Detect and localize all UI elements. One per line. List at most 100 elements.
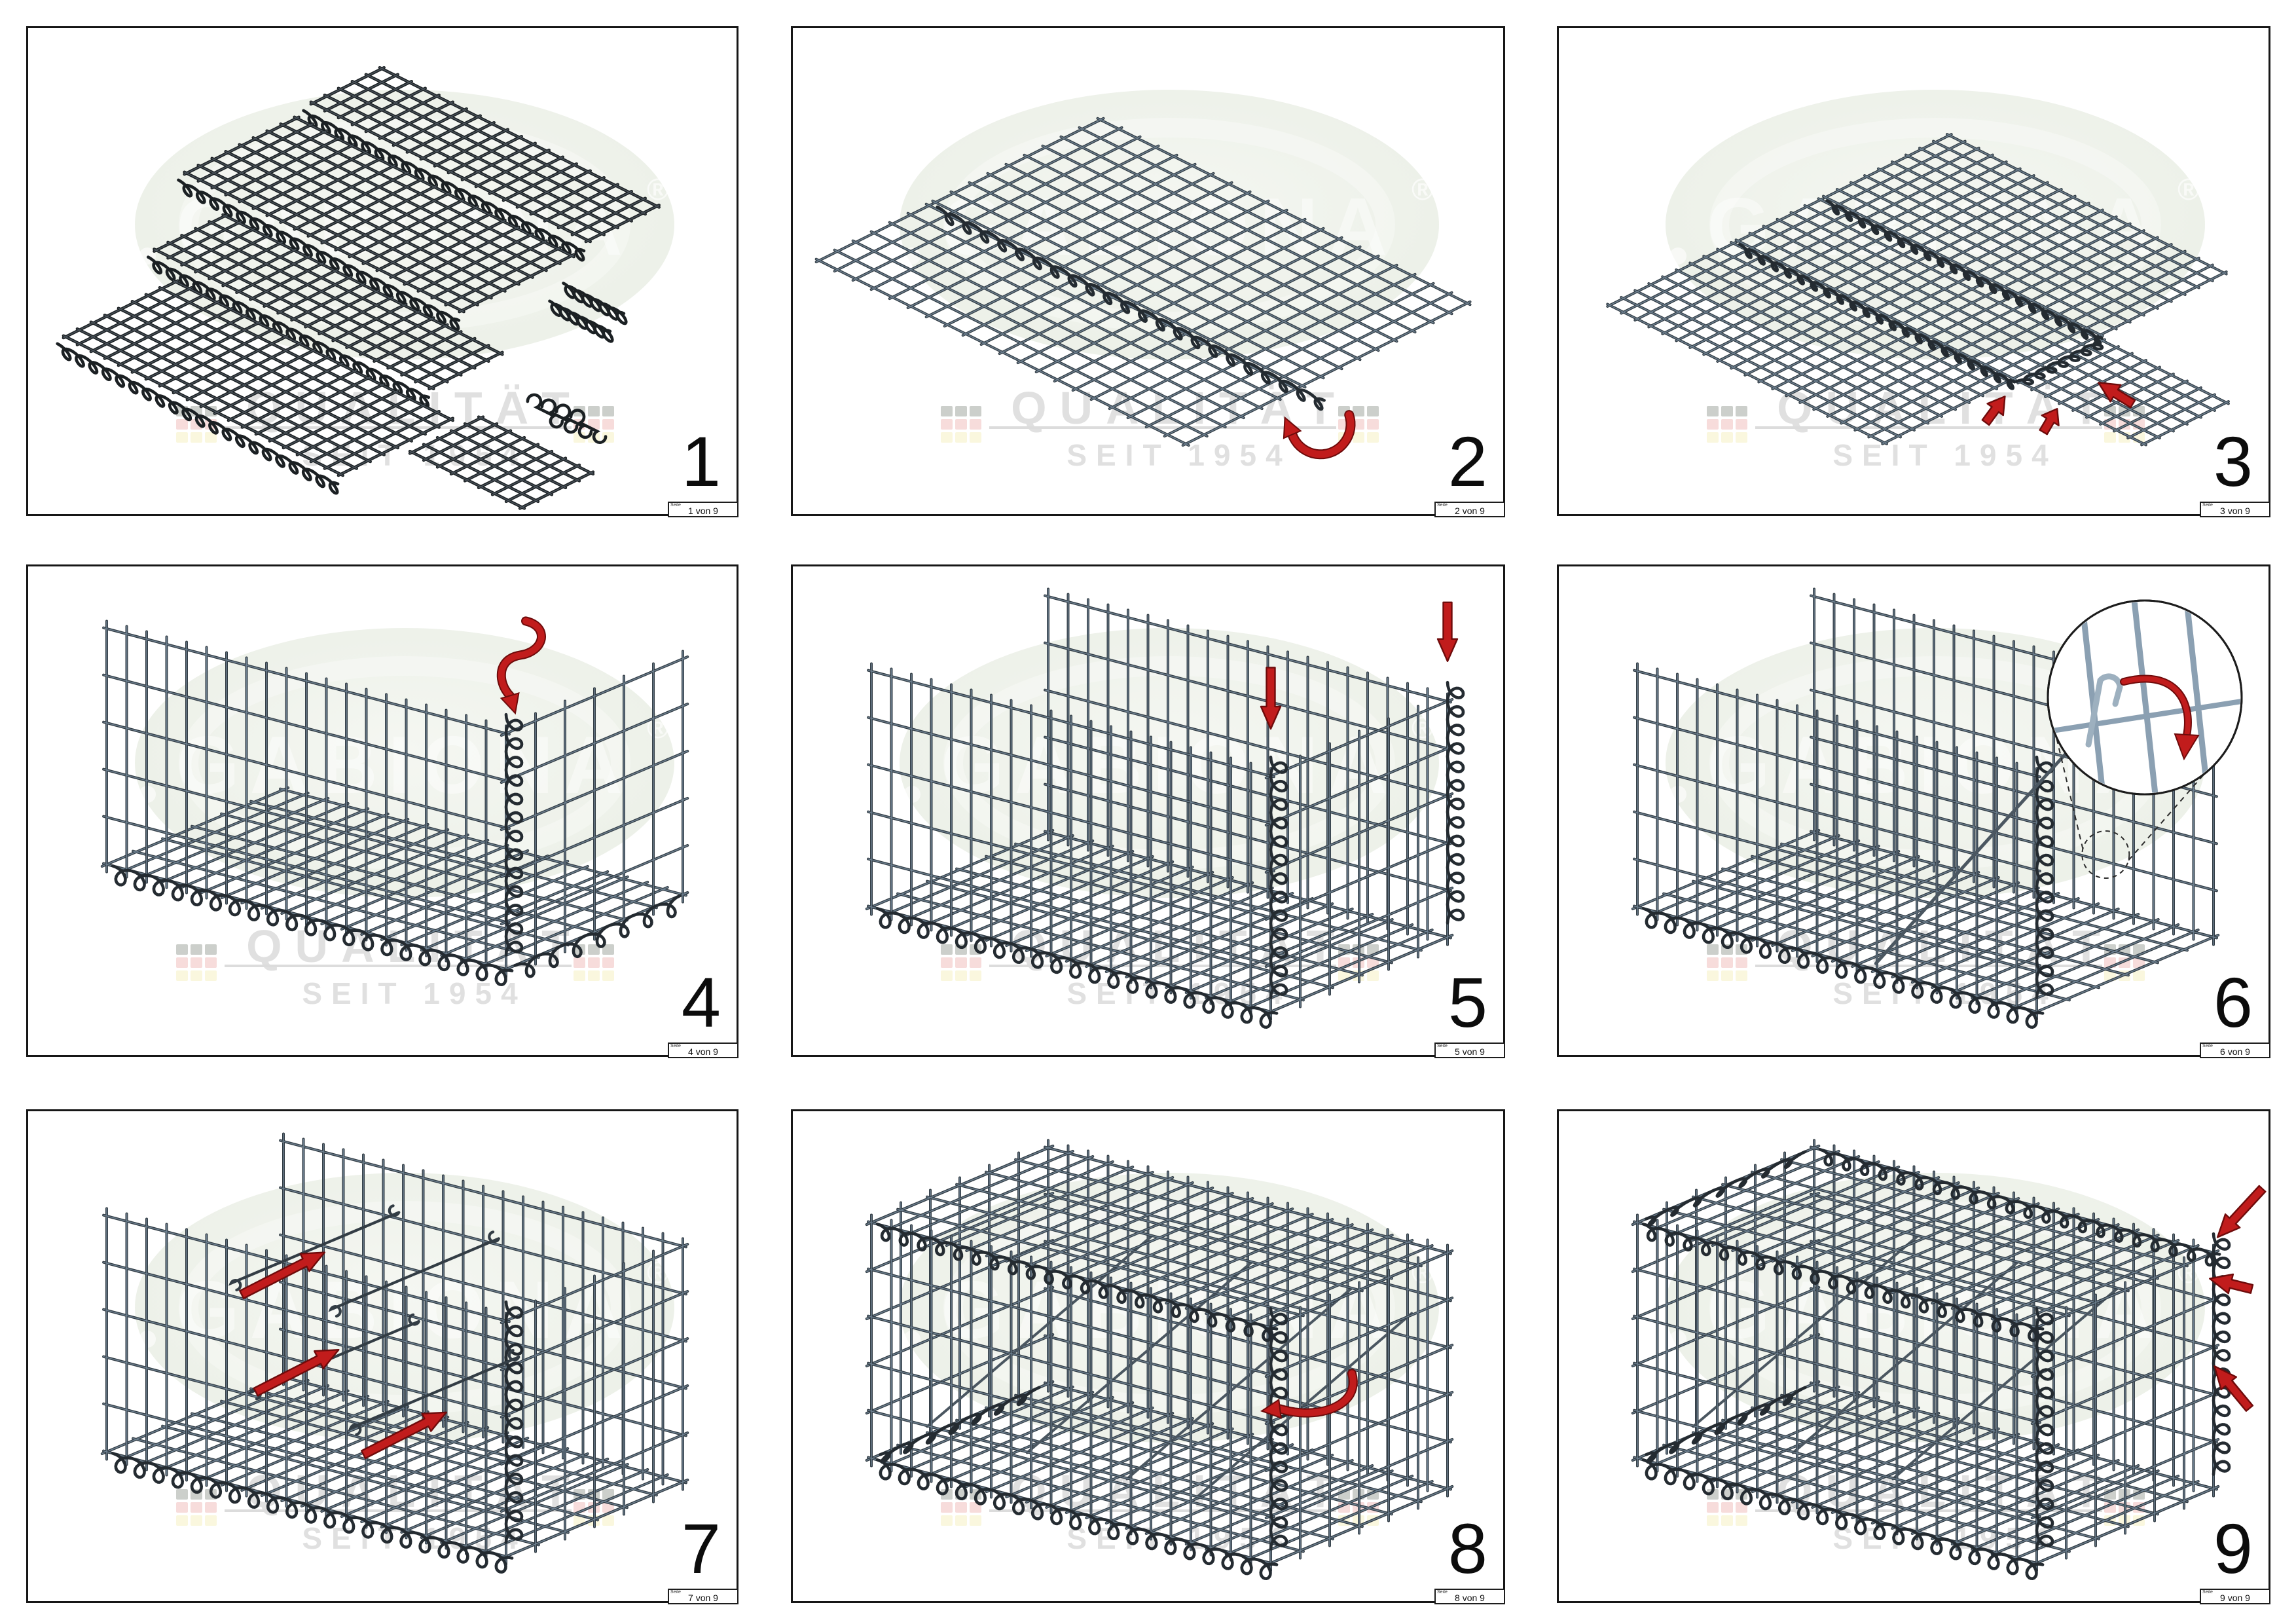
figure-geometry bbox=[1631, 1139, 2267, 1580]
page-indicator: Seite 9 von 9 bbox=[2200, 1589, 2270, 1604]
page-indicator: Seite 4 von 9 bbox=[668, 1043, 738, 1058]
page-indicator-label: Seite bbox=[2202, 503, 2213, 507]
watermark-underline bbox=[225, 426, 572, 429]
page-indicator-value: 4 von 9 bbox=[688, 1046, 718, 1057]
page-indicator: Seite 1 von 9 bbox=[668, 502, 738, 517]
page-indicator-label: Seite bbox=[670, 503, 681, 507]
page-indicator-value: 1 von 9 bbox=[688, 506, 718, 516]
watermark-underline bbox=[1755, 1509, 2102, 1512]
spiral-binder bbox=[1738, 243, 2016, 390]
c-hooks bbox=[526, 393, 608, 445]
page-indicator-value: 8 von 9 bbox=[1455, 1593, 1485, 1603]
spiral-binder bbox=[111, 1452, 514, 1574]
watermark-flag-logo bbox=[574, 944, 614, 981]
spiral-binder bbox=[1645, 1150, 1807, 1227]
step-number: 5 bbox=[1448, 963, 1487, 1042]
brace-wire bbox=[1125, 1287, 1353, 1481]
page-indicator-value: 3 von 9 bbox=[2220, 506, 2250, 516]
brace-wire bbox=[1692, 1234, 1920, 1428]
watermark-tagline-bottom: SEIT 1954 bbox=[1066, 438, 1291, 472]
red-arrow bbox=[2209, 1273, 2254, 1295]
red-arrow bbox=[1260, 667, 1282, 730]
spiral-binder bbox=[1818, 1148, 2221, 1267]
spiral-binder bbox=[1269, 1306, 1288, 1551]
figure-geometry bbox=[100, 616, 689, 986]
watermark-brand: GABIONA bbox=[176, 720, 633, 811]
watermark-underline bbox=[225, 1509, 572, 1512]
spiral-binder bbox=[1641, 1223, 2045, 1342]
spiral-binder bbox=[2015, 339, 2104, 386]
distance-holder bbox=[228, 1204, 401, 1291]
spiral-binder bbox=[2035, 1306, 2054, 1551]
brace-wire bbox=[1195, 1312, 1413, 1499]
brace-wire bbox=[1891, 1287, 2119, 1481]
spiral-binder bbox=[1269, 755, 1288, 999]
figure-geometry bbox=[865, 587, 1465, 1029]
red-arrow bbox=[2216, 1185, 2267, 1238]
watermark-underline bbox=[225, 965, 572, 967]
page-indicator-value: 5 von 9 bbox=[1455, 1046, 1485, 1057]
distance-holder bbox=[348, 1349, 520, 1436]
watermark-flag-logo bbox=[1707, 944, 1747, 981]
red-arrow bbox=[239, 1251, 325, 1299]
red-arrow bbox=[253, 1349, 340, 1397]
step-number: 3 bbox=[2213, 422, 2253, 501]
spiral-binder bbox=[875, 907, 1279, 1029]
watermark-registered: ® bbox=[1412, 172, 1434, 206]
page-indicator-label: Seite bbox=[670, 1590, 681, 1595]
spiral-binder bbox=[1641, 1458, 2045, 1580]
red-arrow bbox=[1436, 601, 1459, 663]
brace-wire bbox=[1791, 1261, 2020, 1454]
step-number: 2 bbox=[1448, 422, 1487, 501]
figure-geometry bbox=[865, 1139, 1454, 1580]
page-indicator-label: Seite bbox=[1437, 1590, 1448, 1595]
spiral-binder bbox=[936, 205, 1326, 411]
page-indicator-label: Seite bbox=[670, 1044, 681, 1048]
red-arrow bbox=[2039, 408, 2060, 435]
step-number: 8 bbox=[1448, 1509, 1487, 1588]
brace-wire bbox=[1874, 731, 2086, 965]
spiral-binder bbox=[513, 894, 682, 978]
red-arrow bbox=[2098, 382, 2136, 409]
watermark-flag-logo bbox=[1707, 406, 1747, 443]
figure-geometry bbox=[56, 65, 661, 510]
step-number: 4 bbox=[681, 963, 721, 1042]
spiral-binder bbox=[1446, 680, 1465, 925]
step-number: 1 bbox=[681, 422, 721, 501]
page-indicator: Seite 6 von 9 bbox=[2200, 1043, 2270, 1058]
spiral-binder bbox=[879, 1386, 1041, 1464]
spiral-binder bbox=[2035, 755, 2054, 999]
page-indicator-label: Seite bbox=[1437, 1044, 1448, 1048]
page-indicator: Seite 3 von 9 bbox=[2200, 502, 2270, 517]
page-indicator-label: Seite bbox=[2202, 1044, 2213, 1048]
detail-magnifier bbox=[2047, 599, 2243, 796]
brace-wire bbox=[926, 1234, 1154, 1428]
step-number: 6 bbox=[2213, 963, 2253, 1042]
spiral-binder bbox=[2212, 1232, 2231, 1476]
spiral-binder bbox=[111, 864, 514, 986]
watermark-tagline-bottom: SEIT 1954 bbox=[302, 976, 526, 1010]
spiral-binder bbox=[875, 1458, 1279, 1580]
watermark-underline bbox=[989, 965, 1336, 967]
spiral-binder bbox=[875, 1223, 1279, 1342]
distance-holder bbox=[328, 1230, 500, 1318]
page-indicator: Seite 5 von 9 bbox=[1434, 1043, 1505, 1058]
step-number: 9 bbox=[2213, 1509, 2253, 1588]
figure-geometry bbox=[814, 117, 1472, 460]
spiral-binder bbox=[548, 299, 614, 343]
page-indicator-value: 6 von 9 bbox=[2220, 1046, 2250, 1057]
